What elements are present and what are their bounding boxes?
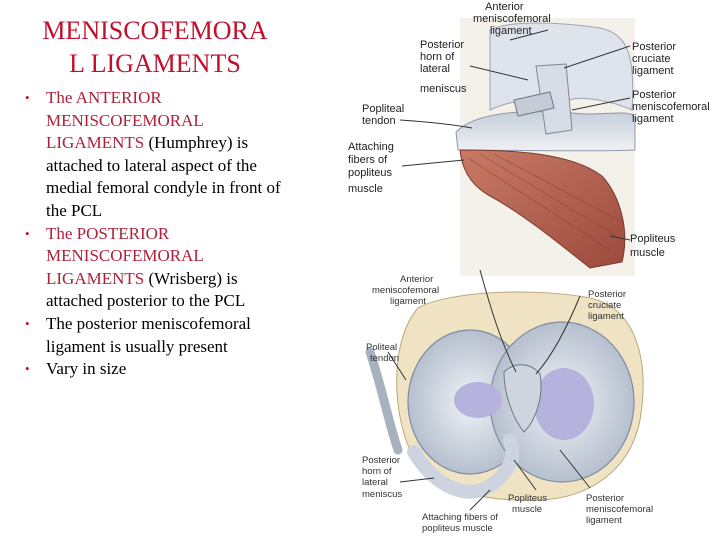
label-pcl-top: Posterior [632,41,676,53]
label-pcl-bottom: cruciate [588,300,621,311]
bullet-item: • Vary in size [22,358,284,381]
leader-line [559,449,591,489]
label-posterior-horn-bottom: lateral [362,477,388,488]
cruciate-ligaments-shape [503,364,542,433]
popliteal-tendon-leader [399,119,473,129]
slide-title: MENISCOFEMORA L LIGAMENTS [14,14,296,80]
leader-line [509,29,549,41]
label-anterior-meniscofemoral-bottom: ligament [390,296,426,307]
leader-line [399,477,435,483]
leader-line [479,269,517,373]
label-attaching-fibers-bottom: Attaching fibers of [422,512,498,523]
label-posterior-horn-top: lateral [420,63,450,75]
leader-line [609,235,631,241]
label-pcl-bottom: ligament [588,311,624,322]
label-posterior-horn-bottom: meniscus [362,489,402,500]
leader-line [563,45,631,69]
tibial-plateau-illustration [365,269,644,511]
label-attaching-fibers-top: popliteus [348,167,393,179]
bullet-item: • The POSTERIOR MENISCOFEMORAL LIGAMENTS… [22,223,284,313]
leader-line [469,489,491,511]
label-popliteus-muscle-bottom: muscle [512,504,542,515]
bullet-item: • The ANTERIOR MENISCOFEMORAL LIGAMENTS … [22,87,284,223]
label-posterior-horn-bottom: Posterior [362,455,400,466]
label-popliteal-tendon-top: tendon [362,115,396,127]
label-attaching-fibers-top: fibers of [348,154,388,166]
label-posterior-meniscofemoral-top: meniscofemoral [632,101,710,113]
label-anterior-meniscofemoral-bottom: meniscofemoral [372,285,439,296]
label-popliteal-tendon-bottom: tendon [370,353,399,364]
popliteal-tendon-shape [365,347,403,455]
label-anterior-meniscofemoral-bottom: Anterior [400,274,433,285]
label-anterior-meniscofemoral-top: meniscofemoral [473,13,551,25]
attaching-fibers-shape [407,433,520,499]
label-popliteus-muscle-top: Popliteus [630,233,676,245]
bullet-icon: • [25,315,30,331]
bullet-icon: • [25,90,30,105]
label-posterior-horn-top: meniscus [420,83,467,95]
label-posterior-meniscofemoral-bottom: ligament [586,515,622,526]
label-attaching-fibers-bottom: popliteus muscle [422,523,493,534]
bullet-lead: The ANTERIOR MENISCOFEMORAL LIGAMENTS [46,88,204,153]
label-posterior-meniscofemoral-top: Posterior [632,89,676,101]
leader-line [469,65,529,81]
bullet-text: The posterior meniscofemoral ligament is… [46,313,251,356]
meniscofemoral-band-shape [513,91,555,117]
label-posterior-meniscofemoral-bottom: meniscofemoral [586,504,653,515]
bullet-text: (Wrisberg) is attached posterior to the … [46,268,246,311]
label-posterior-meniscofemoral-top: ligament [632,113,674,125]
lateral-condyle-surface [454,382,502,418]
label-popliteal-tendon-top: Popliteal [362,103,404,115]
bullet-lead: The POSTERIOR MENISCOFEMORAL LIGAMENTS [46,223,204,288]
label-posterior-horn-top: horn of [420,51,455,63]
label-popliteus-muscle-top: muscle [630,247,665,259]
label-attaching-fibers-top: muscle [348,183,383,195]
leader-line [401,159,465,167]
label-posterior-meniscofemoral-bottom: Posterior [586,493,624,504]
label-pcl-top: cruciate [632,53,671,65]
leader-line [513,459,537,491]
label-anterior-meniscofemoral-top: Anterior [485,1,524,13]
bullet-item: • The posterior meniscofemoral ligament … [22,313,284,358]
label-anterior-meniscofemoral-top: ligament [490,25,532,37]
medial-condyle-surface [534,368,594,440]
bullet-text: (Humphrey) is attached to lateral aspect… [46,133,281,220]
label-posterior-horn-top: Posterior [420,39,464,51]
leader-line [535,295,581,375]
anatomy-illustrations: Anterior meniscofemoral ligament Posteri… [348,1,710,534]
bullet-icon: • [25,361,30,377]
bullet-text: Vary in size [46,359,127,379]
muscle-fiber-lines [467,153,623,251]
label-posterior-horn-bottom: horn of [362,466,392,477]
pcl-band-shape [535,63,573,135]
slide-title-line-1: MENISCOFEMORA [42,16,268,45]
label-popliteus-muscle-bottom: Popliteus [508,493,547,504]
label-attaching-fibers-top: Attaching [348,141,394,153]
slide-title-line-2: L LIGAMENTS [69,49,241,78]
posterior-knee-illustration [399,18,636,276]
bullet-icon: • [25,225,30,241]
bullet-list: • The ANTERIOR MENISCOFEMORAL LIGAMENTS … [22,87,284,381]
leader-line [571,97,631,111]
label-popliteal-tendon-bottom: Politeal [366,342,397,353]
label-pcl-top: ligament [632,65,674,77]
label-pcl-bottom: Posterior [588,289,626,300]
leader-line [387,351,407,381]
